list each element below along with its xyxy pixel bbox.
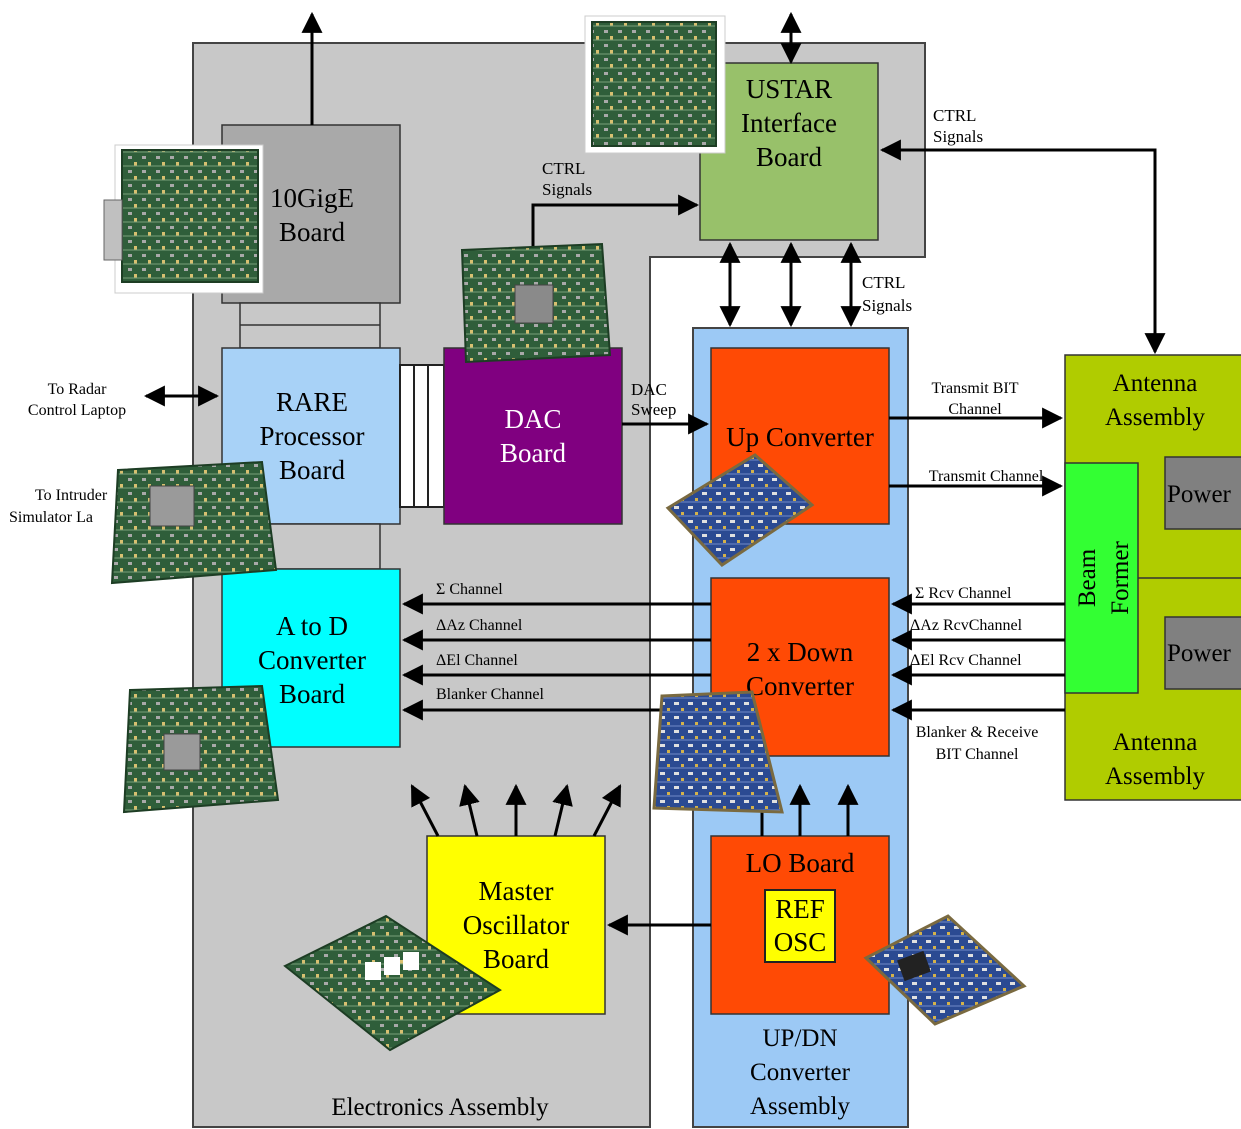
sigma-rcv-label: Σ Rcv Channel bbox=[915, 585, 1012, 602]
transmit-bit-label-1: Transmit BIT bbox=[932, 380, 1019, 397]
up-converter-label: Up Converter bbox=[726, 422, 874, 452]
down-converter-label-1: 2 x Down bbox=[747, 637, 854, 667]
ctrl-mid-label-1: CTRL bbox=[542, 159, 585, 178]
lo-board-label: LO Board bbox=[746, 848, 855, 878]
gige-board-label-2: Board bbox=[279, 217, 345, 247]
converter-assembly-label-2: Converter bbox=[750, 1059, 851, 1086]
master-osc-label-1: Master bbox=[479, 876, 554, 906]
power-label-2: Power bbox=[1167, 640, 1232, 667]
dac-board-label-1: DAC bbox=[504, 404, 561, 434]
down-converter-label-2: Converter bbox=[746, 671, 854, 701]
ctrl-bottom-label-1: CTRL bbox=[862, 273, 905, 292]
blanker-channel-label: Blanker Channel bbox=[436, 686, 545, 703]
antenna-assembly-top-label-1: Antenna bbox=[1113, 370, 1198, 397]
ctrl-bottom-label-2: Signals bbox=[862, 296, 912, 315]
ctrl-top-right-label-1: CTRL bbox=[933, 106, 976, 125]
ustar-board-label-3: Board bbox=[756, 142, 822, 172]
rare-board-label-2: Processor bbox=[260, 421, 365, 451]
daz-rcv-label: ΔAz RcvChannel bbox=[910, 617, 1023, 634]
ustar-board-label-1: USTAR bbox=[746, 74, 832, 104]
blanker-receive-label-2: BIT Channel bbox=[936, 746, 1019, 763]
master-osc-label-2: Oscillator bbox=[463, 910, 569, 940]
del-rcv-label: ΔEl Rcv Channel bbox=[910, 652, 1022, 669]
antenna-assembly-top-label-2: Assembly bbox=[1105, 404, 1206, 431]
ustar-board-label-2: Interface bbox=[741, 108, 837, 138]
atod-board-label-3: Board bbox=[279, 679, 345, 709]
converter-assembly-label-3: Assembly bbox=[750, 1093, 851, 1120]
daz-channel-label: ΔAz Channel bbox=[436, 617, 523, 634]
ref-osc-label-2: OSC bbox=[774, 927, 827, 957]
blanker-receive-label-1: Blanker & Receive bbox=[916, 724, 1039, 741]
power-label-1: Power bbox=[1167, 481, 1232, 508]
atod-board-label-1: A to D bbox=[276, 611, 348, 641]
ctrl-mid-label-2: Signals bbox=[542, 180, 592, 199]
converter-assembly-label-1: UP/DN bbox=[762, 1025, 837, 1052]
rare-board-photo bbox=[112, 462, 276, 583]
atod-board-photo bbox=[124, 686, 278, 812]
gige-board-label-1: 10GigE bbox=[270, 183, 354, 213]
antenna-assembly-bottom-label-2: Assembly bbox=[1105, 763, 1206, 790]
sigma-channel-label: Σ Channel bbox=[436, 581, 503, 598]
master-osc-label-3: Board bbox=[483, 944, 549, 974]
dac-board-label-2: Board bbox=[500, 438, 566, 468]
ref-osc-label-1: REF bbox=[775, 894, 825, 924]
atod-board-label-2: Converter bbox=[258, 645, 366, 675]
electronics-assembly-label: Electronics Assembly bbox=[331, 1094, 549, 1121]
rare-board-label-1: RARE bbox=[276, 387, 348, 417]
dac-sweep-label-1: DAC bbox=[631, 380, 667, 399]
transmit-bit-label-2: Channel bbox=[948, 401, 1002, 418]
antenna-assembly-bottom-label-1: Antenna bbox=[1113, 729, 1198, 756]
to-radar-label-2: Control Laptop bbox=[28, 402, 126, 419]
to-intruder-label-2: Simulator La bbox=[9, 509, 93, 526]
dac-board-photo bbox=[462, 244, 610, 362]
ctrl-top-right-label-2: Signals bbox=[933, 127, 983, 146]
rare-dac-connector bbox=[400, 365, 444, 507]
dac-sweep-label-2: Sweep bbox=[631, 400, 676, 419]
rare-board-label-3: Board bbox=[279, 455, 345, 485]
beam-former-label-2: Former bbox=[1107, 541, 1134, 615]
to-radar-label-1: To Radar bbox=[48, 381, 108, 398]
transmit-channel-label: Transmit Channel bbox=[929, 468, 1044, 485]
gige-board-photo bbox=[104, 145, 263, 293]
del-channel-label: ΔEl Channel bbox=[436, 652, 518, 669]
to-intruder-label-1: To Intruder bbox=[35, 487, 108, 504]
beam-former-label-1: Beam bbox=[1074, 548, 1101, 607]
dac-board-box bbox=[444, 348, 622, 524]
ustar-board-photo bbox=[585, 16, 725, 153]
